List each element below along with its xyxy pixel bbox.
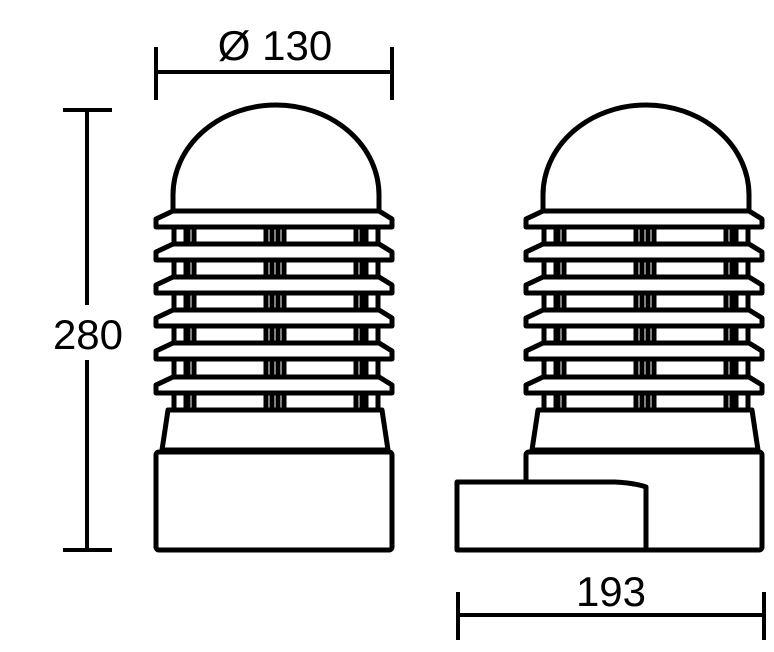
louver-fin: [153, 374, 395, 396]
louver-fin: [153, 340, 395, 362]
louver-fin: [153, 241, 395, 263]
height-dimension: 280: [53, 108, 123, 552]
louver-fin: [153, 208, 395, 230]
louver-fin: [523, 340, 765, 362]
dome: [170, 102, 382, 215]
lamp-side-view: [454, 102, 765, 553]
louver-fin: [523, 208, 765, 230]
dome: [540, 102, 752, 215]
louver-fin: [523, 274, 765, 296]
base: [153, 449, 395, 553]
diameter-dimension: Ø 130: [154, 22, 394, 100]
louver-fin: [523, 374, 765, 396]
depth-dimension: 193: [456, 568, 766, 640]
collar: [159, 407, 391, 453]
depth-label: 193: [576, 568, 646, 615]
junction-box: [454, 479, 649, 553]
louver-fin: [523, 241, 765, 263]
louver-fin: [523, 307, 765, 329]
height-label: 280: [53, 311, 123, 358]
lamp-front-view: [153, 102, 395, 553]
louver-fin: [153, 307, 395, 329]
louver-fin: [153, 274, 395, 296]
diameter-label: Ø 130: [218, 22, 332, 69]
collar: [529, 407, 761, 453]
